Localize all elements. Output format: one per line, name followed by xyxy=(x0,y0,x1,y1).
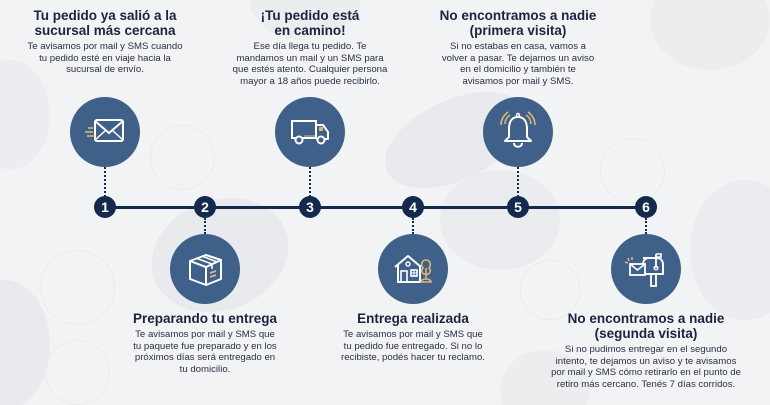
background-ring xyxy=(40,250,115,325)
step-6-connector xyxy=(645,218,647,234)
step-3-icon-circle xyxy=(275,97,345,167)
step-2-badge: 2 xyxy=(194,196,216,218)
step-6-text: No encontramos a nadie(segunda visita) S… xyxy=(536,311,756,390)
step-5-icon-circle xyxy=(483,97,553,167)
background-blob xyxy=(0,60,50,170)
package-box-icon xyxy=(189,254,222,286)
step-3-badge: 3 xyxy=(299,196,321,218)
step-4-connector xyxy=(412,218,414,234)
step-3-description: Ese día llega tu pedido. Te mandamos un … xyxy=(232,41,388,87)
timeline-line xyxy=(105,206,646,209)
mailbox-icon xyxy=(624,253,664,287)
step-1-description: Te avisamos por mail y SMS cuando tu ped… xyxy=(27,41,183,76)
step-5-connector xyxy=(517,167,519,197)
house-icon xyxy=(394,255,432,283)
step-6-icon-circle xyxy=(611,234,681,304)
background-ring xyxy=(600,138,665,203)
step-1-icon-circle xyxy=(70,97,140,167)
step-5-description: Si no estabas en casa, vamos a volver a … xyxy=(441,41,595,87)
step-6-badge: 6 xyxy=(635,196,657,218)
step-2-description: Te avisamos por mail y SMS que tu paquet… xyxy=(133,329,277,375)
step-2-text: Preparando tu entrega Te avisamos por ma… xyxy=(105,311,305,375)
step-1-connector xyxy=(104,167,106,197)
step-2-icon-circle xyxy=(170,234,240,304)
ringing-bell-icon xyxy=(500,111,536,148)
background-ring xyxy=(150,125,215,190)
step-6-title: No encontramos a nadie(segunda visita) xyxy=(567,311,725,341)
step-4-icon-circle xyxy=(378,234,448,304)
step-1-badge: 1 xyxy=(94,196,116,218)
delivery-truck-icon xyxy=(291,120,329,145)
step-5-text: No encontramos a nadie(primera visita) S… xyxy=(418,8,618,87)
background-blob xyxy=(650,0,770,70)
background-blob xyxy=(690,180,770,320)
step-2-connector xyxy=(204,218,206,234)
envelope-fast-icon xyxy=(85,119,124,142)
background-blob xyxy=(440,170,560,270)
step-5-title: No encontramos a nadie(primera visita) xyxy=(439,8,597,38)
step-4-text: Entrega realizada Te avisamos por mail y… xyxy=(318,311,508,364)
step-3-connector xyxy=(309,167,311,197)
step-4-title: Entrega realizada xyxy=(357,311,469,326)
step-5-badge: 5 xyxy=(507,196,529,218)
step-6-description: Si no pudimos entregar en el segundo int… xyxy=(551,344,741,390)
background-ring xyxy=(45,340,110,405)
step-2-title: Preparando tu entrega xyxy=(132,311,278,326)
background-ring xyxy=(520,260,580,320)
step-4-badge: 4 xyxy=(402,196,424,218)
step-4-description: Te avisamos por mail y SMS que tu pedido… xyxy=(341,329,485,364)
